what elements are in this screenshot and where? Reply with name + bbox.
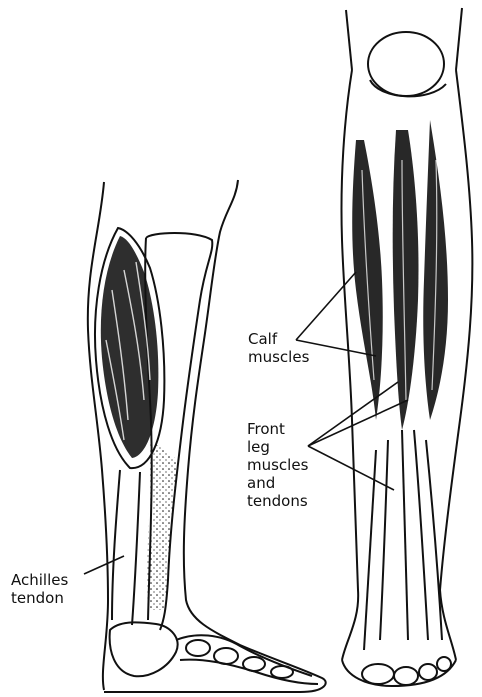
front-label-line-5: tendons (247, 492, 308, 510)
front-leg-right-contour (440, 70, 472, 660)
front-label-line-3: muscles (247, 456, 308, 474)
heel-bone (110, 622, 178, 676)
calf-label-line-2: muscles (248, 348, 309, 366)
achilles-label-line-2: tendon (11, 589, 68, 607)
achilles-tendon-line (112, 470, 120, 620)
achilles-tendon-label: Achilles tendon (11, 571, 68, 607)
kneecap (368, 32, 444, 96)
front-label-line-4: and (247, 474, 308, 492)
calf-muscles-label: Calf muscles (248, 330, 309, 366)
front-leg-muscles-label: Front leg muscles and tendons (247, 420, 308, 510)
achilles-label-line-1: Achilles (11, 571, 68, 589)
front-foot (342, 660, 456, 686)
front-label-line-2: leg (247, 438, 308, 456)
calf-label-line-1: Calf (248, 330, 309, 348)
front-label-line-1: Front (247, 420, 308, 438)
